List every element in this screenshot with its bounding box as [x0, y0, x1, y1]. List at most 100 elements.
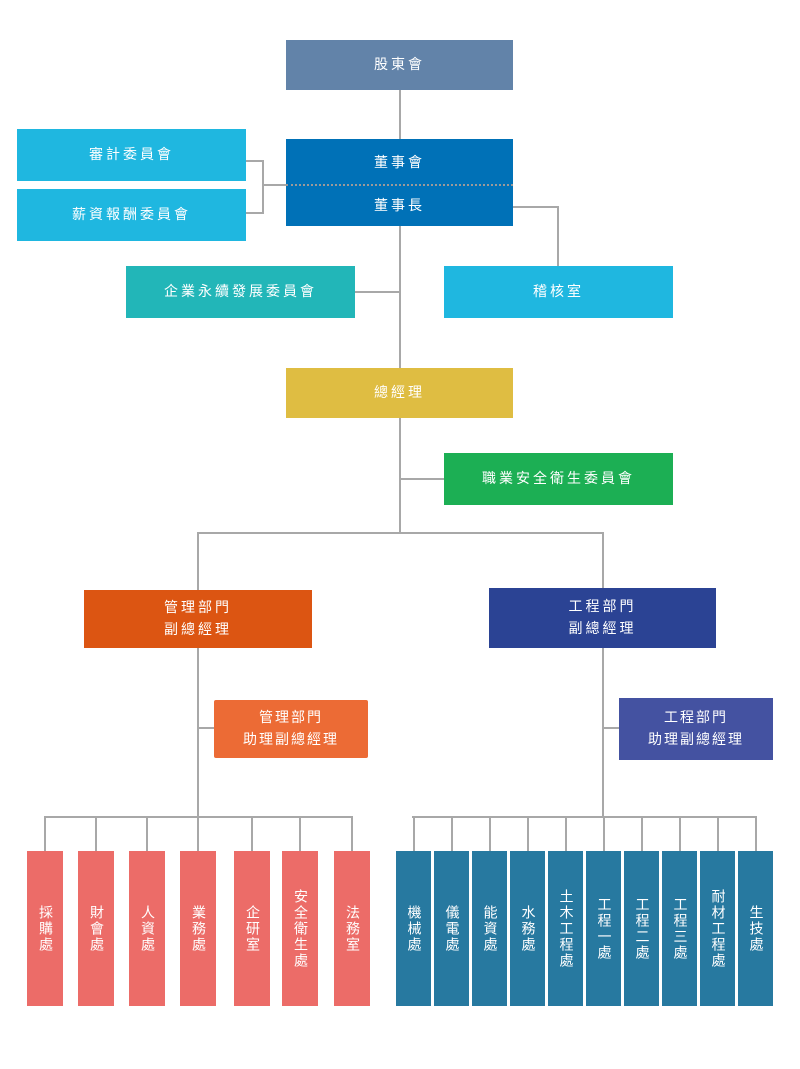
- general-manager-box[interactable]: 總經理: [286, 368, 513, 418]
- engineering-unit-box[interactable]: 水務處: [510, 851, 545, 1006]
- board-of-directors-label: 董事會: [374, 155, 425, 171]
- engineering-unit-label: 儀電處: [443, 904, 460, 953]
- board-box[interactable]: 董事會 董事長: [286, 139, 513, 226]
- internal-audit-box[interactable]: 稽核室: [444, 266, 673, 318]
- engineering-unit-connector: [451, 816, 453, 851]
- osh-committee-box[interactable]: 職業安全衛生委員會: [444, 453, 673, 505]
- engineering-unit-box[interactable]: 工程三處: [662, 851, 697, 1006]
- engineering-vp-line2: 副總經理: [568, 621, 637, 637]
- connector-mgmt-vp: [197, 532, 199, 590]
- management-unit-box[interactable]: 採購處: [27, 851, 63, 1006]
- management-unit-connector: [146, 816, 148, 851]
- connector-eng-units-bar: [412, 816, 755, 818]
- connector-audit-office-h: [513, 206, 558, 208]
- management-vp-line1: 管理部門: [164, 600, 232, 616]
- audit-committee-box[interactable]: 審計委員會: [17, 129, 246, 181]
- connector-mgmt-asst: [198, 727, 214, 729]
- management-unit-label: 安全衛生處: [292, 888, 308, 969]
- management-unit-box[interactable]: 企研室: [234, 851, 270, 1006]
- engineering-unit-connector: [413, 816, 415, 851]
- internal-audit-label: 稽核室: [533, 284, 584, 300]
- management-unit-label: 企研室: [244, 904, 260, 953]
- management-vp-line2: 副總經理: [164, 622, 232, 638]
- shareholders-meeting-label: 股東會: [374, 57, 425, 73]
- connector-audit-office-v: [557, 206, 559, 266]
- management-unit-connector: [299, 816, 301, 851]
- engineering-unit-label: 能資處: [481, 904, 498, 953]
- shareholders-meeting-box[interactable]: 股東會: [286, 40, 513, 90]
- management-unit-connector: [95, 816, 97, 851]
- management-unit-box[interactable]: 財會處: [78, 851, 114, 1006]
- management-unit-connector: [351, 816, 353, 851]
- management-unit-label: 法務室: [344, 904, 360, 953]
- connector-eng-asst: [603, 727, 619, 729]
- engineering-unit-box[interactable]: 工程一處: [586, 851, 621, 1006]
- management-unit-box[interactable]: 法務室: [334, 851, 370, 1006]
- engineering-unit-connector: [755, 816, 757, 851]
- management-unit-box[interactable]: 安全衛生處: [282, 851, 318, 1006]
- management-unit-box[interactable]: 人資處: [129, 851, 165, 1006]
- board-divider: [286, 184, 513, 186]
- connector-committees-bracket: [262, 160, 264, 214]
- management-unit-connector: [44, 816, 46, 851]
- engineering-unit-box[interactable]: 工程二處: [624, 851, 659, 1006]
- management-unit-label: 採購處: [37, 904, 53, 953]
- engineering-assistant-vp-line2: 助理副總經理: [648, 732, 744, 748]
- engineering-unit-connector: [679, 816, 681, 851]
- engineering-unit-label: 生技處: [747, 904, 764, 953]
- audit-committee-label: 審計委員會: [89, 147, 174, 163]
- engineering-assistant-vp-box[interactable]: 工程部門 助理副總經理: [619, 698, 773, 760]
- esg-committee-box[interactable]: 企業永續發展委員會: [126, 266, 355, 318]
- engineering-unit-label: 機械處: [405, 904, 422, 953]
- management-unit-label: 業務處: [190, 904, 206, 953]
- engineering-unit-connector: [603, 816, 605, 851]
- engineering-unit-connector: [565, 816, 567, 851]
- connector-compensation-committee: [246, 212, 264, 214]
- engineering-unit-connector: [717, 816, 719, 851]
- engineering-unit-box[interactable]: 耐材工程處: [700, 851, 735, 1006]
- engineering-unit-label: 工程二處: [633, 896, 650, 961]
- chairman-label: 董事長: [374, 198, 425, 214]
- engineering-unit-box[interactable]: 機械處: [396, 851, 431, 1006]
- connector-board-gm: [399, 226, 401, 368]
- management-assistant-vp-line2: 助理副總經理: [243, 732, 339, 748]
- engineering-unit-box[interactable]: 能資處: [472, 851, 507, 1006]
- engineering-unit-box[interactable]: 生技處: [738, 851, 773, 1006]
- compensation-committee-label: 薪資報酬委員會: [72, 207, 191, 223]
- engineering-unit-connector: [489, 816, 491, 851]
- engineering-unit-label: 水務處: [519, 904, 536, 953]
- management-unit-box[interactable]: 業務處: [180, 851, 216, 1006]
- management-unit-label: 人資處: [139, 904, 155, 953]
- connector-mgmt-trunk: [197, 648, 199, 818]
- osh-committee-label: 職業安全衛生委員會: [482, 471, 635, 487]
- connector-gm-down: [399, 418, 401, 534]
- engineering-unit-label: 耐材工程處: [709, 888, 726, 969]
- engineering-unit-label: 工程三處: [671, 896, 688, 961]
- connector-eng-trunk: [602, 648, 604, 818]
- management-assistant-vp-line1: 管理部門: [259, 710, 323, 726]
- connector-committees-board: [262, 184, 286, 186]
- connector-vp-bar: [197, 532, 604, 534]
- connector-audit-committee: [246, 160, 264, 162]
- management-unit-label: 財會處: [88, 904, 104, 953]
- engineering-assistant-vp-line1: 工程部門: [664, 710, 728, 726]
- connector-shareholders-board: [399, 90, 401, 139]
- engineering-unit-label: 土木工程處: [557, 888, 574, 969]
- management-assistant-vp-box[interactable]: 管理部門 助理副總經理: [214, 700, 368, 758]
- connector-esg: [355, 291, 400, 293]
- engineering-unit-connector: [641, 816, 643, 851]
- connector-osh: [400, 478, 444, 480]
- esg-committee-label: 企業永續發展委員會: [164, 284, 317, 300]
- general-manager-label: 總經理: [374, 385, 425, 401]
- engineering-vp-box[interactable]: 工程部門 副總經理: [489, 588, 716, 648]
- engineering-unit-box[interactable]: 土木工程處: [548, 851, 583, 1006]
- engineering-unit-connector: [527, 816, 529, 851]
- connector-eng-vp: [602, 532, 604, 588]
- management-vp-box[interactable]: 管理部門 副總經理: [84, 590, 312, 648]
- compensation-committee-box[interactable]: 薪資報酬委員會: [17, 189, 246, 241]
- engineering-unit-box[interactable]: 儀電處: [434, 851, 469, 1006]
- engineering-unit-label: 工程一處: [595, 896, 612, 961]
- management-unit-connector: [197, 816, 199, 851]
- management-unit-connector: [251, 816, 253, 851]
- engineering-vp-line1: 工程部門: [568, 599, 637, 615]
